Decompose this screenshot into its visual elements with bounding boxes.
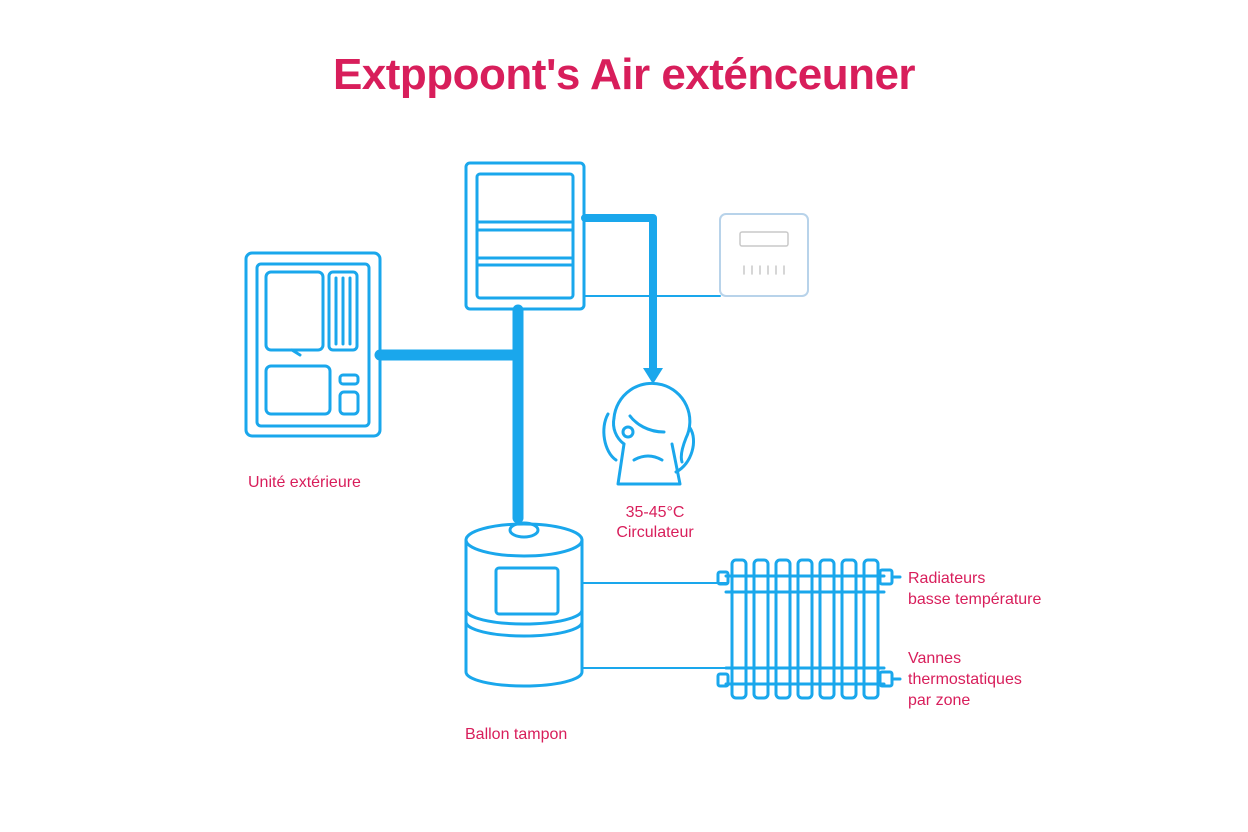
- circulator-label: Circulateur: [616, 524, 694, 541]
- valves-label-line2: thermostatiques: [908, 671, 1022, 688]
- valves-label-line1: Vannes: [908, 650, 962, 667]
- radiators-label: Radiateurs basse température: [908, 568, 1041, 610]
- valves-label-line3: par zone: [908, 692, 971, 709]
- radiators-label-line2: basse température: [908, 591, 1042, 608]
- outdoor-unit-icon: [244, 251, 382, 438]
- outdoor-unit-label: Unité extérieure: [248, 474, 361, 491]
- pipes: [374, 214, 727, 669]
- indoor-module-icon: [464, 161, 586, 311]
- buffer-tank-label: Ballon tampon: [465, 726, 568, 743]
- buffer-tank-icon: [464, 521, 584, 688]
- radiator-icon: [716, 558, 902, 700]
- radiators-label-line1: Radiateurs: [908, 570, 986, 587]
- thermostat-icon: [719, 213, 809, 297]
- diagram-title: Extppoont's Air exténceuner: [332, 50, 916, 99]
- valves-label: Vannes thermostatiques par zone: [908, 648, 1022, 711]
- temperature-label: 35-45°C: [625, 504, 685, 521]
- circulator-pump-icon: [602, 381, 695, 486]
